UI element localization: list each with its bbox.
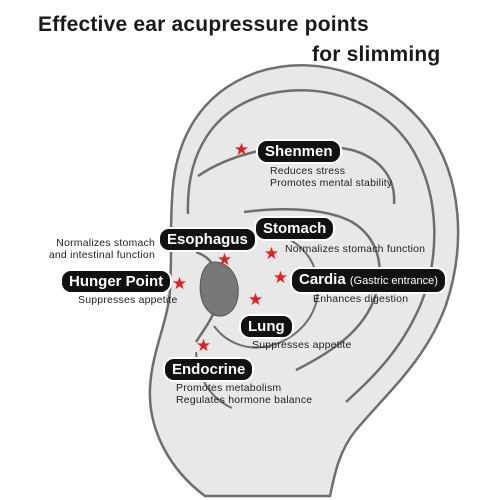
label-shenmen: Shenmen — [256, 139, 342, 164]
desc-lung: Suppresses appetite — [252, 339, 352, 351]
desc-stomach: Normalizes stomach function — [285, 243, 426, 255]
desc-hunger-point: Suppresses appetite — [78, 294, 178, 306]
helix-rim — [186, 89, 436, 403]
star-esophagus: ★ — [216, 250, 233, 269]
label-hunger-point: Hunger Point — [60, 269, 173, 294]
star-stomach: ★ — [263, 244, 280, 263]
star-lung: ★ — [247, 290, 264, 309]
title-line-1: Effective ear acupressure points — [38, 13, 369, 36]
star-endocrine: ★ — [195, 336, 212, 355]
ear-canal — [199, 261, 239, 317]
label-stomach: Stomach — [254, 216, 336, 241]
star-shenmen: ★ — [233, 140, 250, 159]
antihelix-body — [243, 208, 381, 372]
label-lung: Lung — [239, 314, 294, 339]
label-endocrine: Endocrine — [163, 357, 255, 382]
title-line-2: for slimming — [312, 43, 441, 66]
star-hunger-point: ★ — [171, 274, 188, 293]
star-cardia: ★ — [272, 268, 289, 287]
desc-cardia: Enhances digestion — [313, 293, 409, 305]
label-esophagus: Esophagus — [158, 227, 257, 252]
label-cardia: Cardia (Gastric entrance) — [290, 267, 447, 294]
